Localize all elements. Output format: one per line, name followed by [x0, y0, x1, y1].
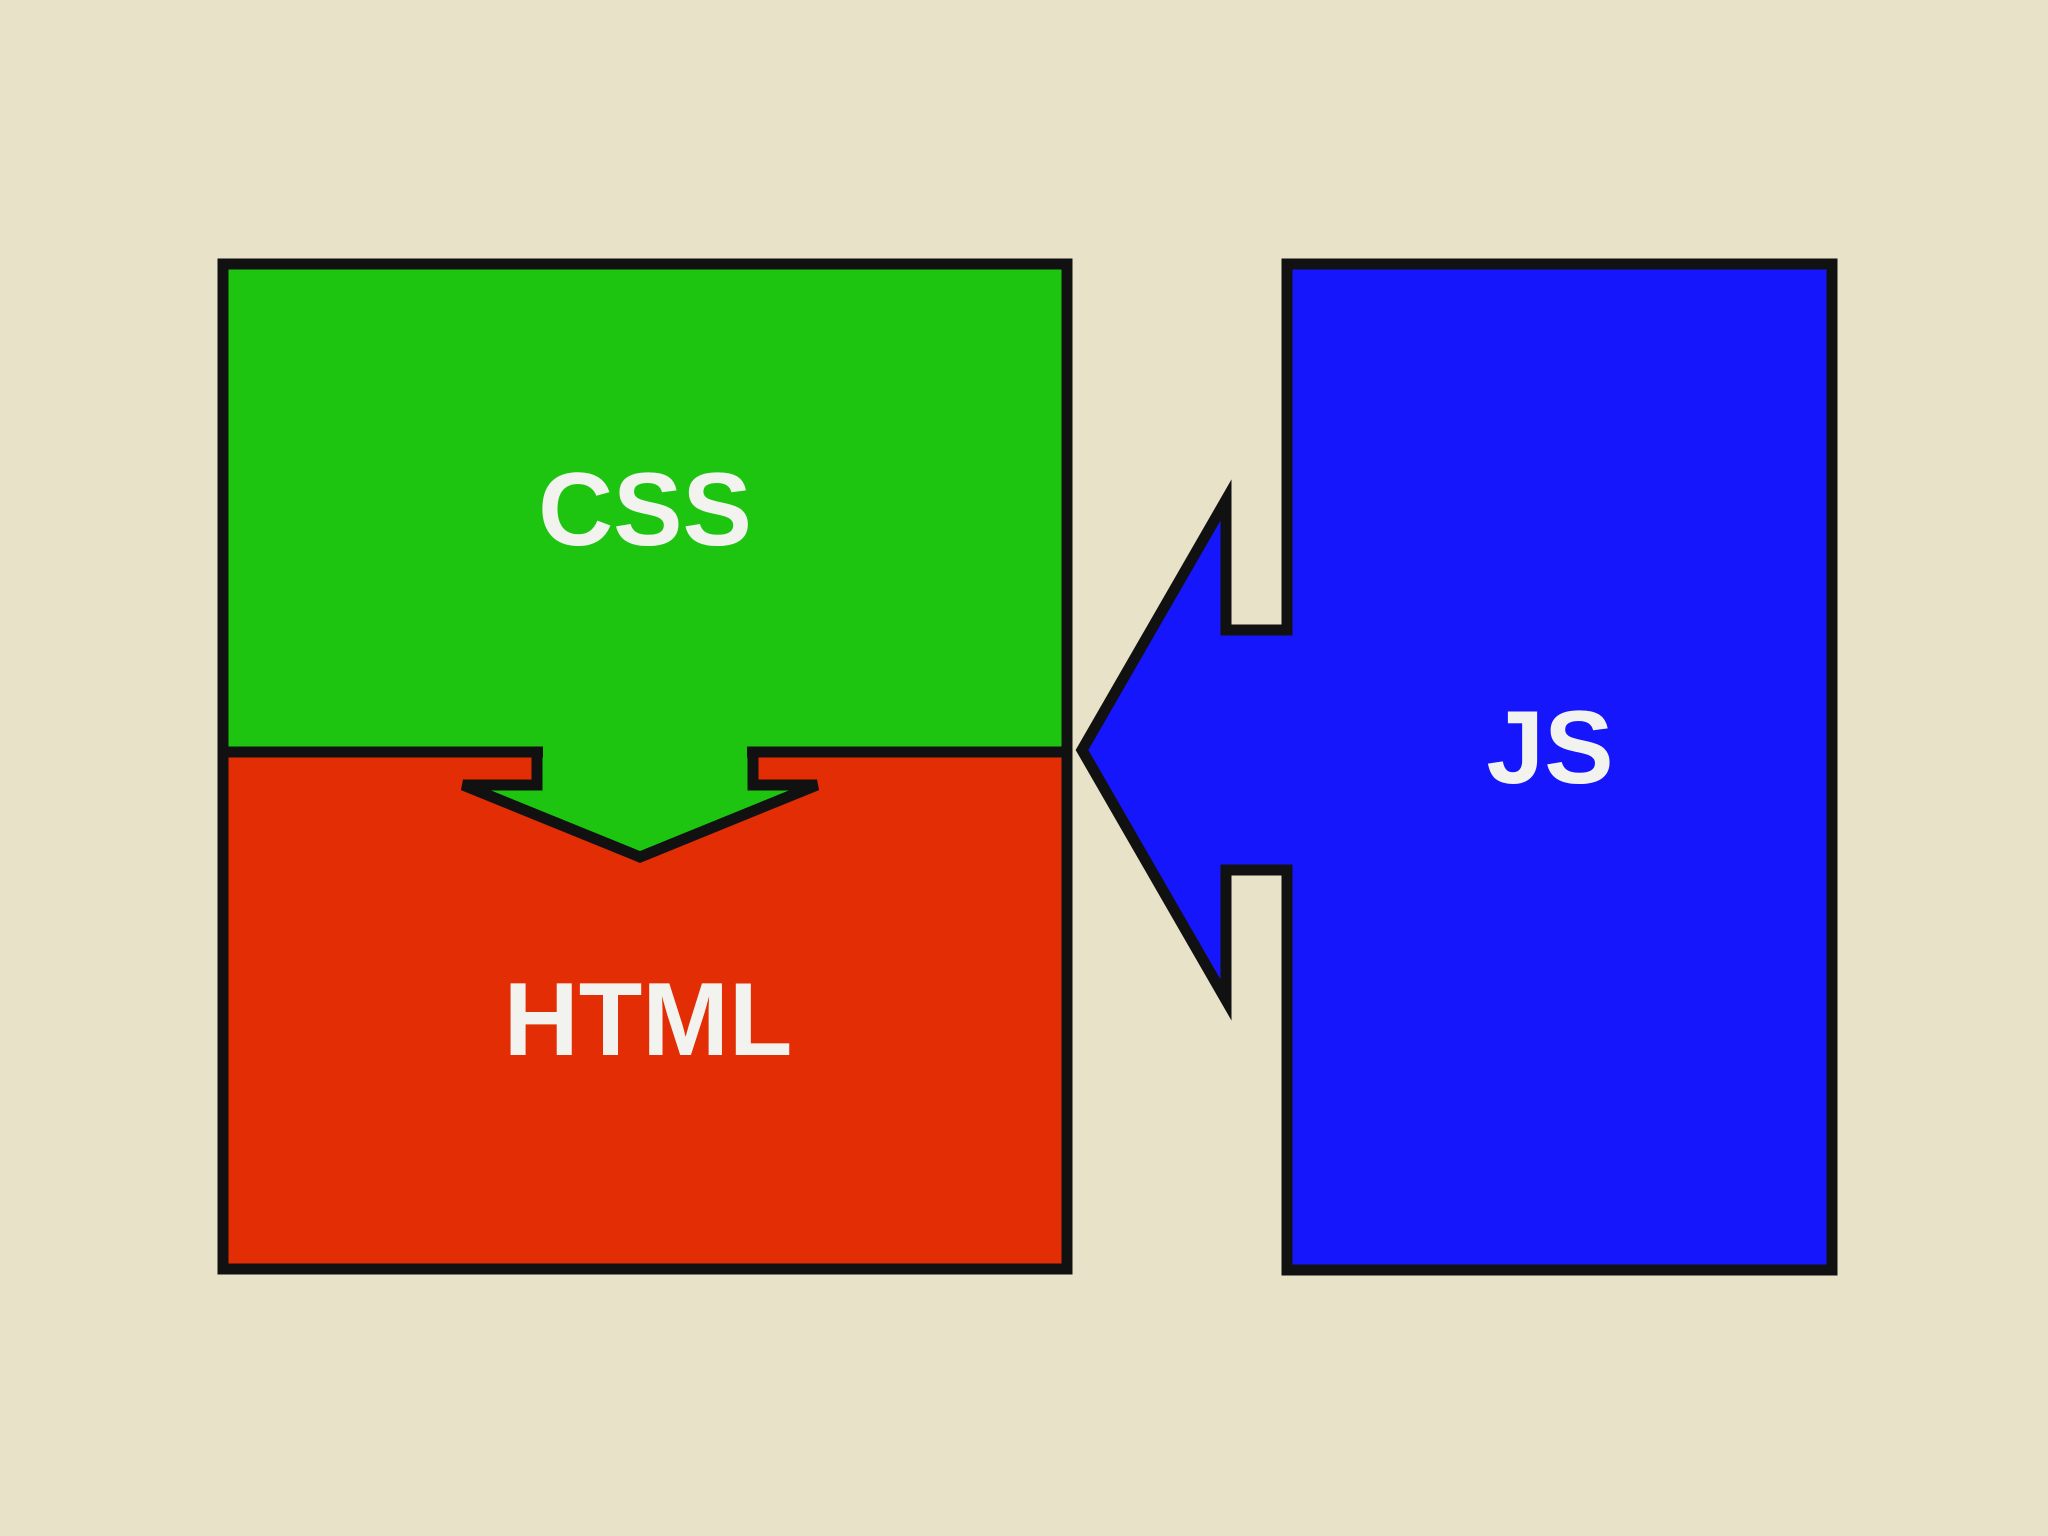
css-down-arrow	[460, 746, 820, 863]
css-label: CSS	[538, 452, 752, 568]
js-label: JS	[1486, 690, 1613, 806]
js-block	[1075, 258, 1838, 1276]
arrow-shaft-join	[543, 744, 747, 758]
html-label: HTML	[504, 962, 793, 1078]
css-block	[217, 258, 1073, 758]
